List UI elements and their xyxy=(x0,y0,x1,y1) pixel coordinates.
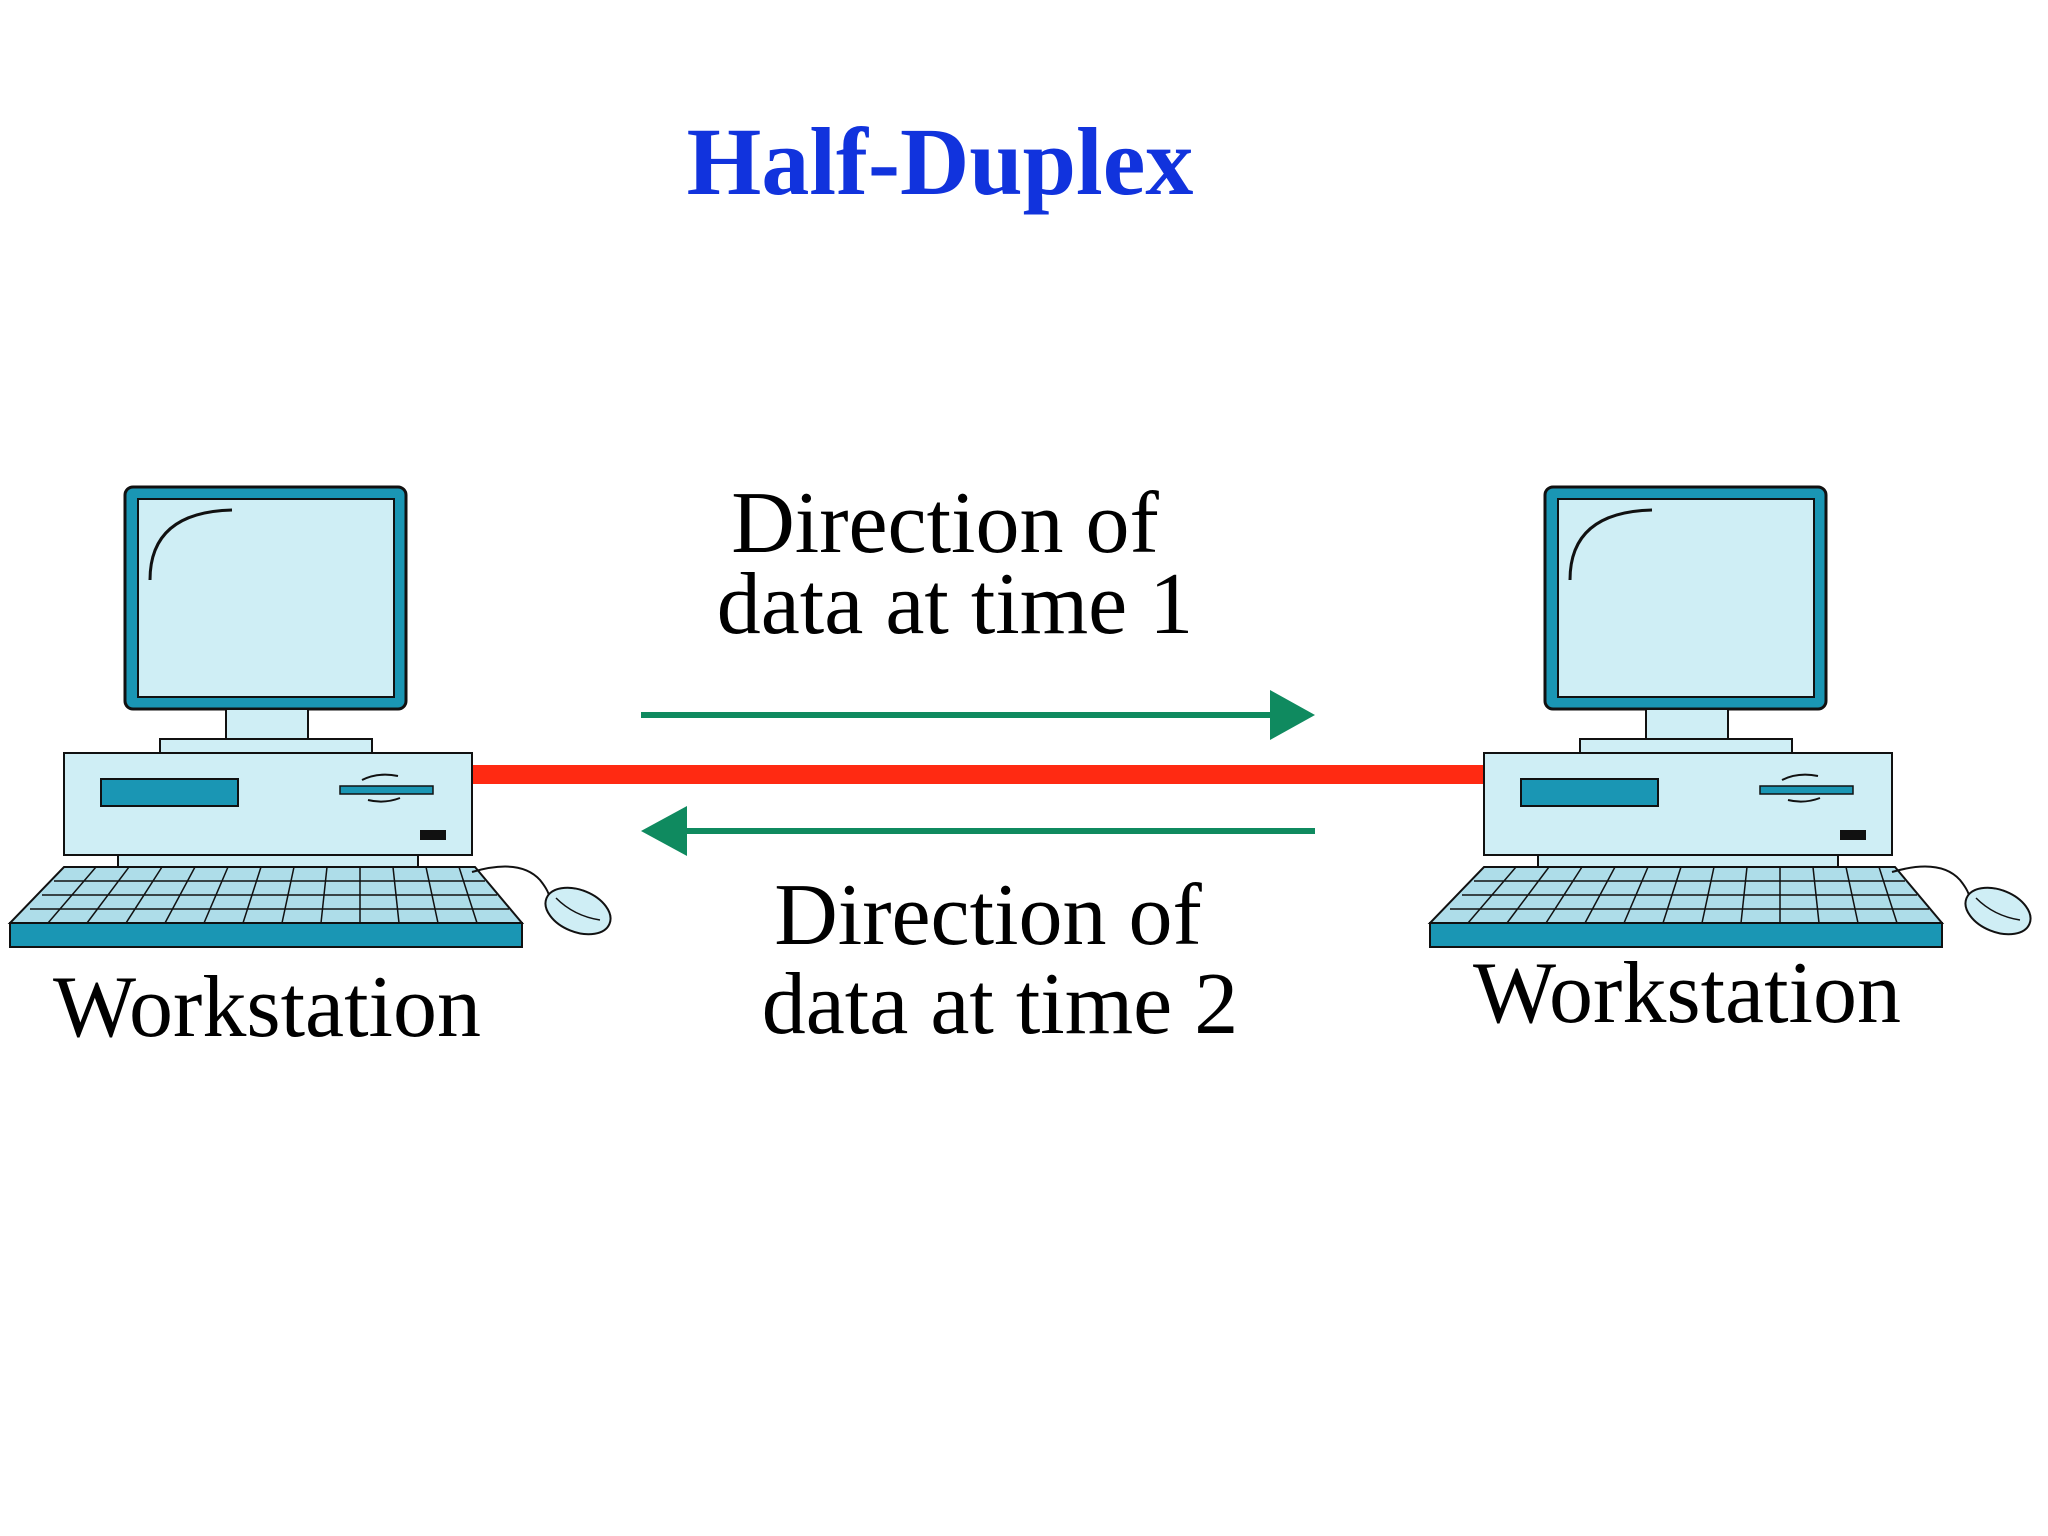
diagram-title: Half-Duplex xyxy=(687,108,1194,215)
arrow-time-2-label-line2: data at time 2 xyxy=(762,956,1238,1053)
workstation-label-right: Workstation xyxy=(1473,945,1901,1042)
workstation-icon xyxy=(1428,485,2039,949)
arrow-time-1-label-line2: data at time 1 xyxy=(717,556,1193,653)
arrow-time-1 xyxy=(641,690,1315,740)
workstation-label-left: Workstation xyxy=(53,959,481,1056)
workstation-icon xyxy=(8,485,619,949)
arrow-time-2 xyxy=(641,806,1315,856)
arrow-time-1-label-line1: Direction of xyxy=(731,475,1159,572)
link-line xyxy=(470,765,1486,784)
arrow-time-2-label-line1: Direction of xyxy=(774,867,1202,964)
